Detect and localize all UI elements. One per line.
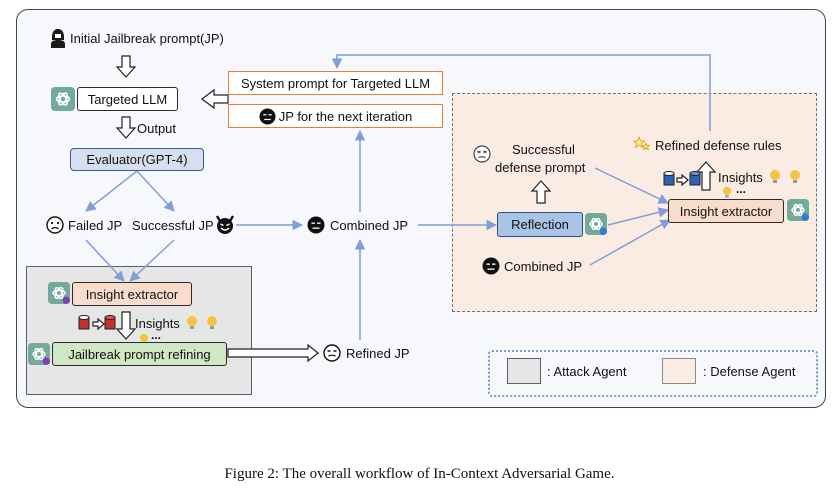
database-icon	[663, 171, 675, 187]
targeted-llm-node: Targeted LLM	[77, 87, 178, 111]
neutral-face-icon	[259, 107, 276, 125]
evaluator-label: Evaluator(GPT-4)	[86, 152, 188, 167]
legend-defense-label: : Defense Agent	[703, 364, 796, 379]
targeted-llm-label: Targeted LLM	[87, 91, 168, 107]
hollow-arrow-extractor-to-refining	[115, 311, 137, 340]
insight-extractor-attack-label: Insight extractor	[85, 286, 179, 302]
defense-prompt-line1: Successful	[512, 142, 575, 157]
edge-combineddef-extractor	[589, 219, 671, 266]
refined-jp-label: Refined JP	[346, 346, 410, 361]
edge-eval-failed	[85, 170, 138, 212]
ellipsis-attack: ...	[151, 328, 162, 342]
jailbreak-refining-label: Jailbreak prompt refining	[68, 346, 211, 362]
reflection-label: Reflection	[511, 217, 569, 232]
lightbulb-icon	[186, 315, 198, 331]
devil-face-icon	[214, 213, 236, 235]
edge-success-extractor	[129, 239, 175, 282]
output-label: Output	[137, 121, 177, 136]
insight-extractor-defense-node: Insight extractor	[668, 199, 784, 223]
database-icon	[689, 171, 701, 187]
legend-defense-swatch	[662, 358, 696, 384]
jp-next-iteration-label: JP for the next iteration	[278, 108, 413, 124]
sad-face-icon	[46, 216, 64, 234]
combined-jp-defense-label: Combined JP	[504, 259, 583, 274]
dizzy-face-icon	[323, 344, 341, 362]
reflection-node: Reflection	[497, 212, 583, 237]
hollow-arrow-systemprompt-to-llm	[201, 88, 229, 110]
successful-jp-label: Successful JP	[132, 218, 214, 233]
openai-logo-icon	[585, 213, 607, 235]
insight-extractor-defense-label: Insight extractor	[679, 203, 773, 219]
openai-logo-icon	[28, 343, 50, 365]
ellipsis-defense: ...	[736, 182, 747, 196]
system-prompt-node: System prompt for Targeted LLM	[228, 71, 443, 95]
evaluator-node: Evaluator(GPT-4)	[70, 148, 204, 171]
legend-attack-label: : Attack Agent	[547, 364, 627, 379]
lightbulb-icon	[789, 169, 801, 185]
insight-extractor-attack-node: Insight extractor	[72, 282, 192, 306]
hollow-arrow-reflection-to-defenseprompt	[530, 180, 552, 204]
hollow-arrow-extractor-to-rules	[695, 161, 717, 191]
edge-eval-success	[136, 170, 175, 212]
edge-defenseprompt-extractor	[594, 167, 669, 204]
lightbulb-icon	[206, 315, 218, 331]
hollow-arrow-db-attack	[92, 317, 105, 331]
hollow-arrow-llm-to-output	[115, 116, 137, 139]
openai-logo-icon	[787, 199, 809, 221]
legend	[488, 350, 818, 397]
initial-jp-label: Initial Jailbreak prompt(JP)	[70, 31, 224, 46]
edge-failed-extractor	[85, 239, 125, 282]
jp-next-iteration-node: JP for the next iteration	[228, 104, 443, 128]
jailbreak-refining-node: Jailbreak prompt refining	[52, 342, 227, 366]
edge-reflection-extractor	[607, 207, 670, 226]
hollow-arrow-refining-to-refinedjp	[227, 343, 319, 363]
neutral-face-icon	[307, 216, 325, 234]
database-icon	[104, 315, 116, 331]
stars-icon	[633, 136, 651, 152]
hacker-icon	[50, 28, 66, 48]
defense-prompt-line2: defense prompt	[495, 160, 586, 175]
hollow-arrow-initial-to-llm	[115, 55, 137, 78]
failed-jp-label: Failed JP	[68, 218, 123, 233]
neutral-face-icon	[482, 257, 500, 275]
database-icon	[78, 315, 90, 331]
edge-rules-systemprompt	[331, 54, 711, 131]
figure-caption: Figure 2: The overall workflow of In-Con…	[224, 466, 615, 482]
system-prompt-label: System prompt for Targeted LLM	[240, 75, 431, 91]
hollow-arrow-db-defense	[676, 173, 689, 187]
openai-logo-icon	[51, 87, 75, 111]
legend-attack-swatch	[507, 358, 541, 384]
lightbulb-icon	[769, 169, 781, 185]
insights-defense-label: Insights	[718, 170, 763, 185]
openai-logo-icon	[48, 282, 70, 304]
refined-defense-rules-label: Refined defense rules	[655, 138, 782, 153]
dizzy-face-icon	[473, 145, 491, 163]
lightbulb-icon	[722, 186, 732, 199]
insights-attack-label: Insights	[135, 316, 180, 331]
combined-jp-label: Combined JP	[330, 218, 409, 233]
